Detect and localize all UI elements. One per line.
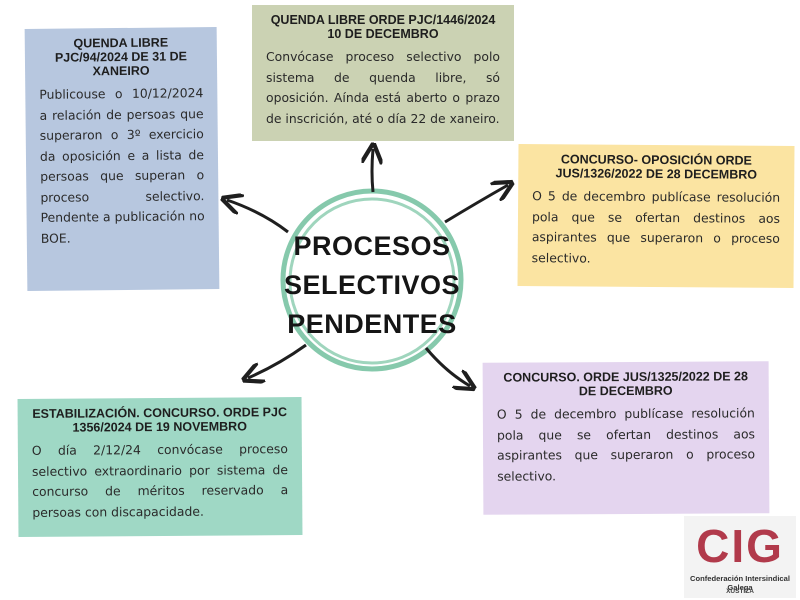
cig-logo: CIG Confederación Intersindical Galega X… [684,516,796,598]
card-concurso-jus-1325: CONCURSO. ORDE JUS/1325/2022 DE 28 DE DE… [482,361,770,515]
card-heading: CONCURSO. ORDE JUS/1325/2022 DE 28 DE DE… [503,369,748,399]
arrow-to-top-center [372,149,373,193]
arrow-to-top-left [227,200,289,234]
logo-section: XUSTIZA [726,588,754,595]
card-heading: CONCURSO- OPOSICIÓN ORDE JUS/1326/2022 D… [555,152,758,182]
arrow-to-right-upper [444,185,508,224]
card-estabilizacion-pjc-1356: ESTABILIZACIÓN. CONCURSO. ORDE PJC 1356/… [17,397,303,537]
cig-letters: CIG [696,520,784,568]
card-text: O 5 de decembro publícase resolución pol… [531,188,781,266]
card-text: O día 2/12/24 convócase proceso selectiv… [31,441,289,520]
card-text: Convócase proceso selectivo polo sistema… [266,49,500,126]
card-text: Publicouse o 10/12/2024 a relación de pe… [39,85,205,246]
center-title: PROCESOS SELECTIVOS PENDENTES [283,230,461,339]
card-text: O 5 de decembro publícase resolución pol… [496,405,756,484]
cig-logo-mark: CIG [696,520,784,568]
card-heading: QUENDA LIBRE ORDE PJC/1446/2024 10 DE DE… [270,13,496,41]
card-concurso-oposicion-jus-1326: CONCURSO- OPOSICIÓN ORDE JUS/1326/2022 D… [517,144,795,288]
card-heading: ESTABILIZACIÓN. CONCURSO. ORDE PJC 1356/… [32,405,287,435]
arrow-to-bottom-left [248,343,307,378]
card-quenda-libre-pjc-1446: QUENDA LIBRE ORDE PJC/1446/2024 10 DE DE… [252,5,514,141]
center-circle-inner [288,197,456,365]
card-quenda-libre-pjc-94: QUENDA LIBRE PJC/94/2024 DE 31 DE XANEIR… [24,27,220,291]
card-heading: QUENDA LIBRE PJC/94/2024 DE 31 DE XANEIR… [54,35,188,79]
arrow-to-right-lower [424,347,470,386]
logo-organization: Confederación Intersindical Galega [689,574,790,592]
